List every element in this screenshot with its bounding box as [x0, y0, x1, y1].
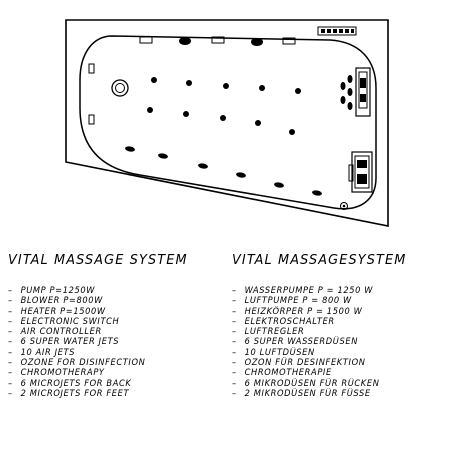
english-title: VITAL MASSAGE SYSTEM	[8, 252, 188, 268]
list-item: –CHROMOTHERAPY	[8, 367, 105, 379]
bathtub-drawing	[65, 19, 389, 227]
english-spec-list: VITAL MASSAGE SYSTEM –PUMP P=1250W –BLOW…	[8, 252, 197, 399]
rim-jets-bottom	[125, 146, 322, 196]
tub-outer-rim	[65, 19, 389, 227]
list-item: –6 SUPER WASSERDÜSEN	[232, 336, 359, 348]
outlet-icon	[340, 202, 348, 210]
rim-jets-top	[139, 36, 296, 46]
list-item: –AIR CONTROLLER	[8, 326, 102, 338]
drain-icon	[111, 79, 129, 97]
list-item: –10 LUFTDÜSEN	[232, 346, 315, 358]
german-spec-list: VITAL MASSAGESYSTEM –WASSERPUMPE P = 125…	[232, 252, 416, 399]
list-item: –HEATER P=1500W	[8, 305, 106, 317]
list-item: –PUMP P=1250W	[8, 285, 96, 296]
list-item: –2 MIKRODÜSEN FÜR FÜSSE	[232, 387, 371, 399]
list-item: –2 MICROJETS FOR FEET	[8, 387, 130, 399]
german-title: VITAL MASSAGESYSTEM	[232, 252, 407, 268]
list-item: –WASSERPUMPE P = 1250 W	[232, 285, 374, 296]
list-item: –HEIZKÖRPER P = 1500 W	[232, 305, 363, 317]
list-item: –10 AIR JETS	[8, 346, 76, 358]
tub-inner-basin	[79, 35, 377, 210]
pump-unit-upper	[355, 67, 371, 117]
rim-jets-right	[340, 75, 353, 110]
list-item: –6 MIKRODÜSEN FÜR RÜCKEN	[232, 377, 380, 389]
list-item: –BLOWER P=800W	[8, 295, 103, 307]
control-panel	[317, 26, 357, 36]
list-item: –OZON FÜR DESINFEKTION	[232, 357, 366, 369]
list-item: –OZONE FOR DISINFECTION	[8, 357, 146, 369]
rim-jets-left	[88, 63, 95, 125]
list-item: –CHROMOTHERAPIE	[232, 367, 332, 379]
list-item: –6 MICROJETS FOR BACK	[8, 377, 132, 389]
list-item: –ELEKTROSCHALTER	[232, 315, 335, 327]
list-item: –LUFTPUMPE P = 800 W	[232, 295, 352, 307]
pump-unit-lower	[348, 151, 373, 193]
list-item: –LUFTREGLER	[232, 326, 305, 338]
list-item: –ELECTRONIC SWITCH	[8, 315, 120, 327]
german-items: –WASSERPUMPE P = 1250 W –LUFTPUMPE P = 8…	[232, 285, 416, 399]
list-item: –6 SUPER WATER JETS	[8, 336, 120, 348]
air-jets	[147, 77, 301, 135]
english-items: –PUMP P=1250W –BLOWER P=800W –HEATER P=1…	[8, 285, 197, 399]
